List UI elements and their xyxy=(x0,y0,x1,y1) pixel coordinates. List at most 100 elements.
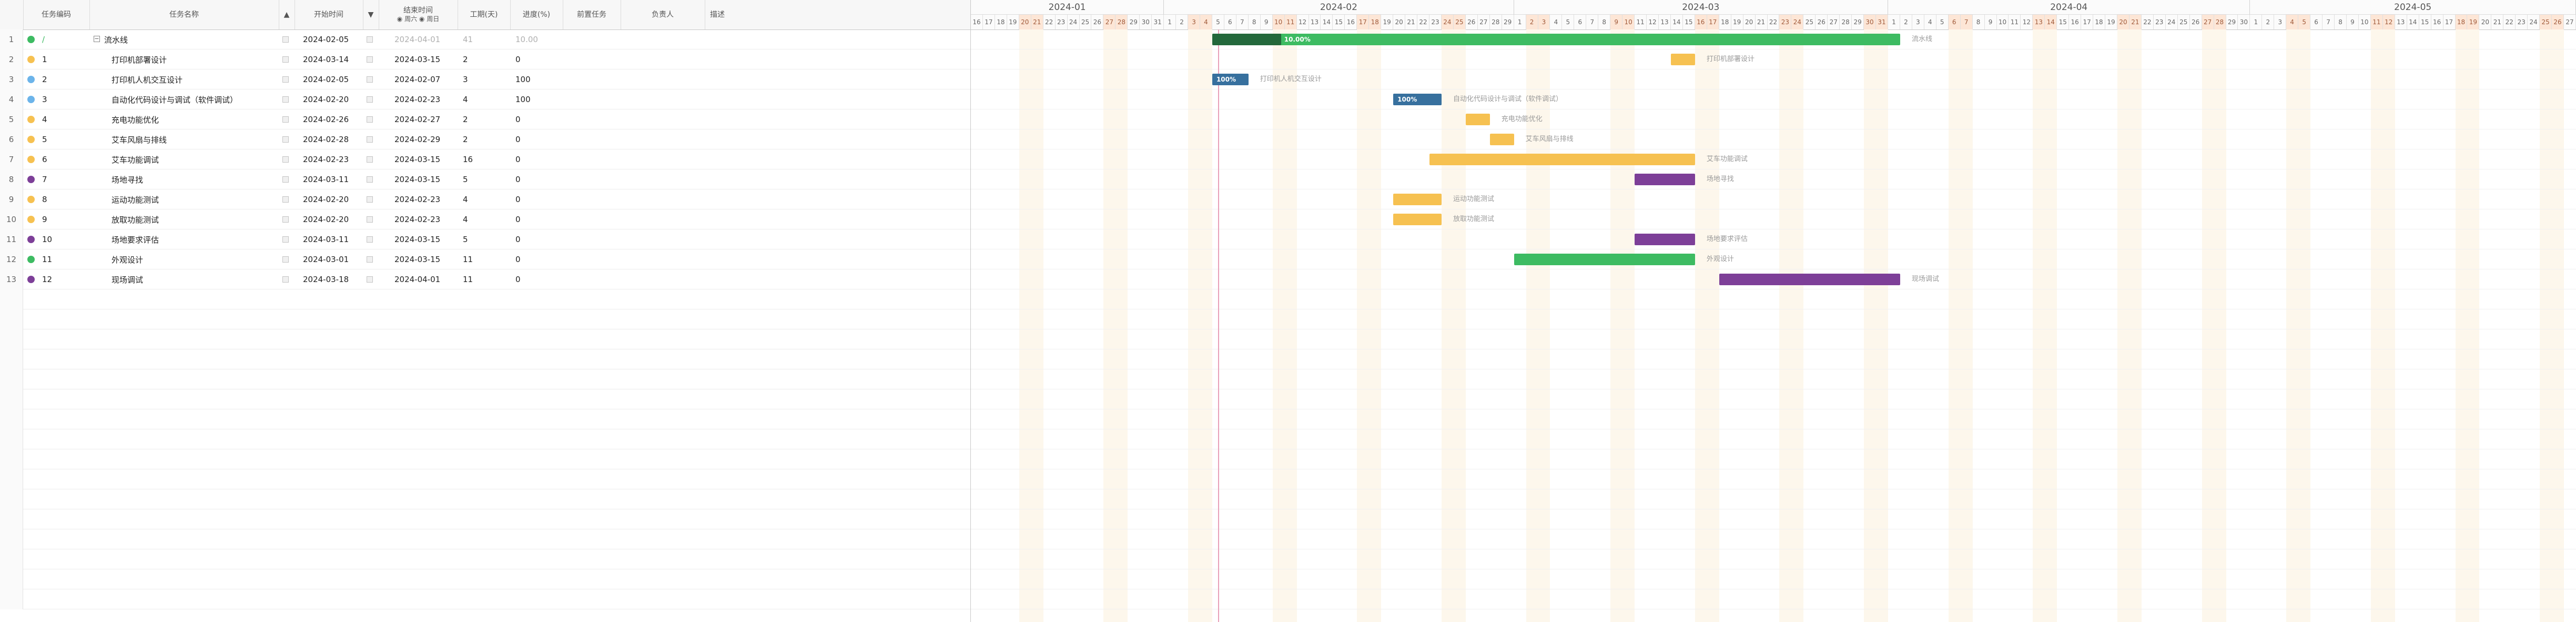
task-name[interactable]: 场地要求评估 xyxy=(111,235,159,245)
progress-value[interactable]: 0 xyxy=(515,195,521,204)
header-owner[interactable]: 负责人 xyxy=(621,0,705,29)
progress-value[interactable]: 0 xyxy=(515,115,521,124)
progress-value[interactable]: 0 xyxy=(515,55,521,64)
task-bar[interactable]: 10.00% xyxy=(1212,34,1900,45)
progress-value[interactable]: 100 xyxy=(515,95,531,104)
task-bar[interactable] xyxy=(1635,174,1695,185)
work-days[interactable]: 4 xyxy=(463,195,468,204)
table-row[interactable] xyxy=(0,389,970,409)
header-end-option-sat[interactable]: ◉ 周六 xyxy=(397,15,418,23)
header-progress[interactable]: 进度(%) xyxy=(510,0,563,29)
end-date[interactable]: 2024-03-15 xyxy=(394,235,441,244)
end-date[interactable]: 2024-02-23 xyxy=(394,215,441,224)
end-date[interactable]: 2024-03-15 xyxy=(394,55,441,64)
end-date[interactable]: 2024-02-23 xyxy=(394,195,441,204)
start-date[interactable]: 2024-03-18 xyxy=(303,275,349,284)
task-code[interactable]: 7 xyxy=(42,175,47,184)
start-date[interactable]: 2024-02-20 xyxy=(303,215,349,224)
end-picker-icon[interactable] xyxy=(367,216,373,223)
start-picker-icon[interactable] xyxy=(282,216,289,223)
table-row[interactable] xyxy=(0,549,970,569)
work-days[interactable]: 4 xyxy=(463,215,468,224)
start-picker-icon[interactable] xyxy=(282,236,289,243)
progress-value[interactable]: 0 xyxy=(515,175,521,184)
start-picker-icon[interactable] xyxy=(282,136,289,143)
work-days[interactable]: 5 xyxy=(463,235,468,244)
task-name[interactable]: 艾车功能调试 xyxy=(111,155,159,165)
task-bar[interactable] xyxy=(1429,154,1695,165)
header-pre[interactable]: 前置任务 xyxy=(563,0,621,29)
table-row[interactable] xyxy=(0,409,970,429)
work-days[interactable]: 16 xyxy=(463,155,473,164)
work-days[interactable]: 11 xyxy=(463,255,473,264)
task-bar[interactable] xyxy=(1393,194,1442,205)
table-row[interactable] xyxy=(0,469,970,489)
work-days[interactable]: 5 xyxy=(463,175,468,184)
progress-value[interactable]: 0 xyxy=(515,135,521,144)
task-code[interactable]: 12 xyxy=(42,275,53,284)
work-days[interactable]: 2 xyxy=(463,135,468,144)
start-date[interactable]: 2024-03-01 xyxy=(303,255,349,264)
start-date[interactable]: 2024-02-05 xyxy=(303,75,349,84)
task-code[interactable]: 6 xyxy=(42,155,47,164)
start-picker-icon[interactable] xyxy=(282,76,289,83)
start-picker-icon[interactable] xyxy=(282,276,289,283)
end-date[interactable]: 2024-04-01 xyxy=(394,35,441,44)
end-date[interactable]: 2024-03-15 xyxy=(394,175,441,184)
header-work[interactable]: 工期(天) xyxy=(458,0,511,29)
work-days[interactable]: 2 xyxy=(463,55,468,64)
end-picker-icon[interactable] xyxy=(367,36,373,43)
progress-value[interactable]: 0 xyxy=(515,275,521,284)
end-picker-icon[interactable] xyxy=(367,96,373,103)
task-name[interactable]: 充电功能优化 xyxy=(111,115,159,125)
table-row[interactable] xyxy=(0,509,970,529)
task-name[interactable]: 现场调试 xyxy=(111,275,144,285)
end-picker-icon[interactable] xyxy=(367,76,373,83)
start-date[interactable]: 2024-02-20 xyxy=(303,195,349,204)
task-code[interactable]: 5 xyxy=(42,135,47,144)
task-name[interactable]: 运动功能测试 xyxy=(111,195,159,205)
task-code[interactable]: 3 xyxy=(42,95,47,104)
task-bar[interactable]: 100% xyxy=(1212,74,1249,85)
end-picker-icon[interactable] xyxy=(367,196,373,203)
table-row[interactable] xyxy=(0,369,970,389)
header-desc[interactable]: 描述 xyxy=(710,11,725,19)
header-start-toggle[interactable]: ▲ xyxy=(279,0,295,29)
start-date[interactable]: 2024-02-28 xyxy=(303,135,349,144)
end-date[interactable]: 2024-02-07 xyxy=(394,75,441,84)
end-picker-icon[interactable] xyxy=(367,176,373,183)
collapse-toggle-icon[interactable]: − xyxy=(94,35,100,42)
work-days[interactable]: 3 xyxy=(463,75,468,84)
header-end-toggle[interactable]: ▼ xyxy=(363,0,379,29)
table-row[interactable] xyxy=(0,589,970,609)
task-name[interactable]: 艾车风扇与排线 xyxy=(111,135,167,145)
task-bar[interactable] xyxy=(1670,54,1695,65)
start-date[interactable]: 2024-02-23 xyxy=(303,155,349,164)
end-date[interactable]: 2024-04-01 xyxy=(394,275,441,284)
table-row[interactable] xyxy=(0,329,970,349)
start-picker-icon[interactable] xyxy=(282,36,289,43)
table-row[interactable] xyxy=(0,529,970,549)
work-days[interactable]: 41 xyxy=(463,35,473,44)
start-picker-icon[interactable] xyxy=(282,96,289,103)
task-code[interactable]: / xyxy=(42,35,45,44)
work-days[interactable]: 11 xyxy=(463,275,473,284)
task-name[interactable]: 放取功能测试 xyxy=(111,215,159,225)
end-picker-icon[interactable] xyxy=(367,116,373,123)
start-date[interactable]: 2024-03-14 xyxy=(303,55,349,64)
end-picker-icon[interactable] xyxy=(367,256,373,263)
task-name[interactable]: 流水线 xyxy=(104,35,128,45)
task-name[interactable]: 外观设计 xyxy=(111,255,144,265)
end-date[interactable]: 2024-03-15 xyxy=(394,155,441,164)
table-row[interactable] xyxy=(0,489,970,509)
